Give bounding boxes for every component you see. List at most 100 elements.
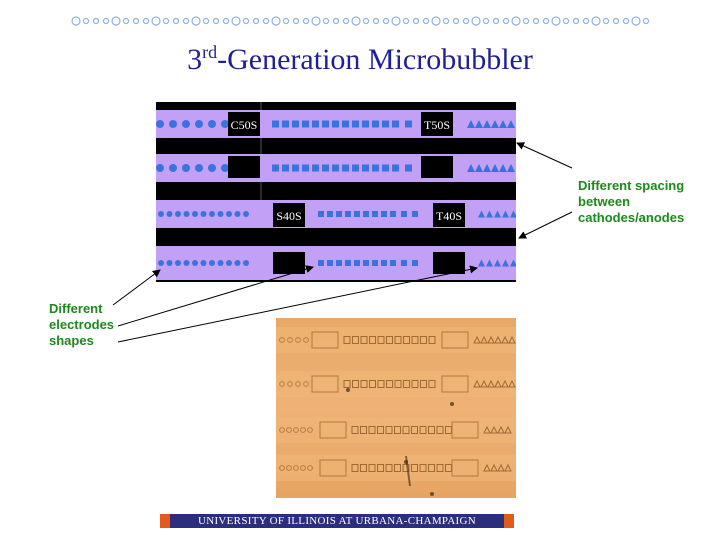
- deco-circle: [132, 17, 140, 25]
- label-line: Different spacing: [578, 178, 685, 193]
- square-electrode: [401, 211, 407, 217]
- triangle-electrode-row: [478, 259, 516, 267]
- square-electrode-row: [272, 164, 412, 172]
- photo-electrode: [483, 425, 491, 434]
- photo-electrode: [279, 381, 285, 387]
- triangle-electrode: [486, 210, 493, 218]
- photo-electrode: [501, 379, 509, 388]
- deco-circle: [471, 16, 481, 26]
- photo-electrode: [411, 464, 418, 472]
- deco-circle: [631, 16, 641, 26]
- footer-text: UNIVERSITY OF ILLINOIS AT URBANA-CHAMPAI…: [170, 514, 504, 528]
- square-electrode: [363, 211, 369, 217]
- photo-electrode: [351, 464, 359, 472]
- pad-unlabeled: [421, 156, 453, 178]
- photo-band: [276, 455, 516, 481]
- pad-label-c50s: C50S: [231, 118, 258, 132]
- circle-electrode-row: [156, 120, 229, 128]
- deco-circle: [612, 17, 620, 25]
- deco-circle: [292, 17, 300, 25]
- circle-electrode: [221, 164, 229, 172]
- label-different-shapes: Different electrodes shapes: [49, 301, 114, 349]
- square-electrode: [354, 260, 360, 266]
- triangle-electrode-row: [467, 120, 515, 128]
- circle-electrode: [226, 211, 232, 217]
- circle-electrode: [175, 211, 181, 217]
- deco-circle: [71, 16, 81, 26]
- deco-circle: [92, 17, 100, 25]
- pad-label-t40s: T40S: [436, 209, 462, 223]
- triangle-electrode: [494, 210, 501, 218]
- photo-speck: [430, 492, 434, 496]
- circle-electrode: [208, 164, 216, 172]
- photo-electrode: [483, 463, 491, 472]
- photo-electrode: [394, 380, 402, 388]
- photo-electrode: [508, 335, 516, 344]
- photo-speck: [450, 402, 454, 406]
- title-superscript: rd: [202, 42, 218, 62]
- circle-electrode: [195, 120, 203, 128]
- photo-electrode: [402, 426, 410, 434]
- title-number: 3: [187, 43, 203, 76]
- arrow-spacing-upper: [516, 142, 573, 169]
- triangle-electrode: [499, 120, 507, 128]
- photo-electrode: [497, 425, 505, 434]
- circle-electrode: [221, 120, 229, 128]
- square-electrode: [312, 120, 319, 128]
- square-electrode: [372, 260, 378, 266]
- photo-electrode: [303, 381, 309, 387]
- circle-electrode-row: [156, 164, 229, 172]
- circle-electrode: [158, 260, 164, 266]
- photo-electrode: [487, 335, 495, 344]
- square-electrode: [345, 211, 351, 217]
- deco-circle: [311, 16, 321, 26]
- photo-electrode: [490, 463, 498, 472]
- square-electrode: [302, 164, 309, 172]
- square-electrode: [405, 164, 412, 172]
- deco-circle: [492, 17, 500, 25]
- photo-electrode: [436, 426, 444, 434]
- square-electrode: [282, 120, 289, 128]
- deco-circle: [111, 16, 121, 26]
- circle-electrode: [175, 260, 181, 266]
- circle-electrode: [209, 211, 215, 217]
- deco-circle: [191, 16, 201, 26]
- photo-electrode: [402, 464, 410, 472]
- square-electrode: [332, 120, 339, 128]
- deco-circle: [602, 17, 610, 25]
- photo-electrode: [295, 381, 301, 387]
- square-electrode: [318, 260, 324, 266]
- deco-circle: [102, 17, 110, 25]
- deco-circle: [351, 16, 361, 26]
- triangle-electrode: [483, 120, 491, 128]
- triangle-electrode: [478, 210, 485, 218]
- circle-electrode: [234, 260, 241, 266]
- deco-circle: [202, 17, 210, 25]
- photo-electrode: [428, 380, 436, 388]
- pad-label-t50s: T50S: [424, 118, 450, 132]
- photo-electrode: [419, 464, 427, 472]
- circle-electrode: [183, 260, 190, 266]
- square-electrode: [292, 120, 299, 128]
- square-electrode: [318, 211, 324, 217]
- square-electrode: [362, 120, 369, 128]
- photo-scratch: [405, 455, 411, 487]
- title-text: -Generation Microbubbler: [217, 43, 533, 76]
- photo-electrode: [394, 464, 401, 472]
- photo-electrode: [293, 427, 299, 433]
- footer-bar: UNIVERSITY OF ILLINOIS AT URBANA-CHAMPAI…: [160, 514, 514, 528]
- photo-electrode: [428, 426, 435, 434]
- pad-unlabeled: [273, 252, 305, 274]
- square-electrode: [381, 211, 387, 217]
- photo-electrode: [494, 335, 502, 344]
- circle-electrode: [217, 260, 224, 266]
- triangle-electrode: [478, 259, 485, 267]
- deco-circle: [462, 17, 470, 25]
- triangle-electrode: [507, 164, 515, 172]
- circle-electrode: [156, 164, 164, 172]
- photo-electrode: [419, 426, 427, 434]
- deco-circle: [562, 17, 570, 25]
- square-electrode: [345, 260, 351, 266]
- triangle-electrode-row: [478, 210, 516, 218]
- deco-circle: [551, 16, 561, 26]
